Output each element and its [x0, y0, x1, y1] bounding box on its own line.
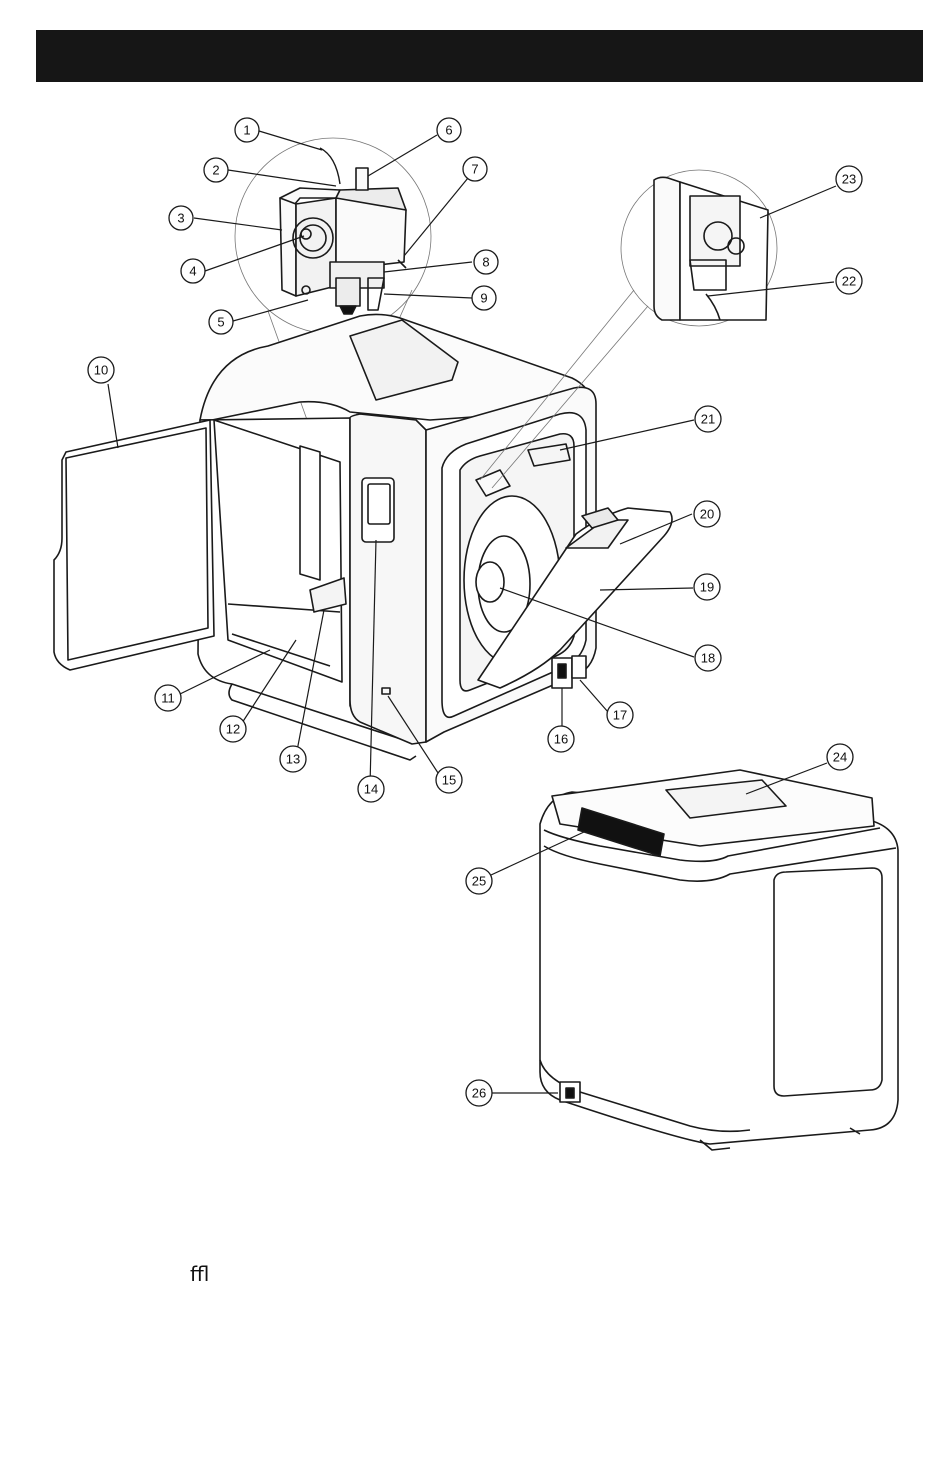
callout-number: 16	[554, 732, 568, 747]
callout-11: 11	[155, 685, 181, 711]
callout-15: 15	[436, 767, 462, 793]
callout-2: 2	[204, 158, 228, 182]
callout-number: 13	[286, 752, 300, 767]
callout-number: 17	[613, 708, 627, 723]
callout-number: 20	[700, 507, 714, 522]
callout-number: 24	[833, 750, 847, 765]
callout-number: 19	[700, 580, 714, 595]
callout-25: 25	[466, 868, 492, 894]
callout-17: 17	[607, 702, 633, 728]
callout-10: 10	[88, 357, 114, 383]
callout-4: 4	[181, 259, 205, 283]
callout-number: 3	[177, 211, 184, 226]
callout-number: 22	[842, 274, 856, 289]
callout-number: 1	[243, 123, 250, 138]
printer-body	[54, 314, 672, 760]
callout-number: 2	[212, 163, 219, 178]
callout-18: 18	[695, 645, 721, 671]
callout-3: 3	[169, 206, 193, 230]
callout-number: 4	[189, 264, 196, 279]
callout-5: 5	[209, 310, 233, 334]
callout-number: 21	[701, 412, 715, 427]
callout-9: 9	[472, 286, 496, 310]
callout-21: 21	[695, 406, 721, 432]
callout-14: 14	[358, 776, 384, 802]
callout-number: 12	[226, 722, 240, 737]
callout-24: 24	[827, 744, 853, 770]
callout-22: 22	[836, 268, 862, 294]
callout-6: 6	[437, 118, 461, 142]
callout-number: 15	[442, 773, 456, 788]
callout-number: 14	[364, 782, 378, 797]
footer-text: ffl	[190, 1262, 209, 1286]
callout-number: 18	[701, 651, 715, 666]
callout-12: 12	[220, 716, 246, 742]
callout-23: 23	[836, 166, 862, 192]
callout-20: 20	[694, 501, 720, 527]
callout-number: 6	[445, 123, 452, 138]
callout-number: 8	[482, 255, 489, 270]
callout-number: 10	[94, 363, 108, 378]
callout-1: 1	[235, 118, 259, 142]
callout-number: 11	[161, 691, 175, 706]
callout-13: 13	[280, 746, 306, 772]
callout-8: 8	[474, 250, 498, 274]
callout-16: 16	[548, 726, 574, 752]
printer-back-view	[540, 770, 898, 1150]
callout-number: 25	[472, 874, 486, 889]
callout-number: 26	[472, 1086, 486, 1101]
callout-number: 9	[480, 291, 487, 306]
callout-19: 19	[694, 574, 720, 600]
callout-26: 26	[466, 1080, 492, 1106]
callout-7: 7	[463, 157, 487, 181]
callout-number: 7	[471, 162, 478, 177]
callout-number: 23	[842, 172, 856, 187]
callout-number: 5	[217, 315, 224, 330]
